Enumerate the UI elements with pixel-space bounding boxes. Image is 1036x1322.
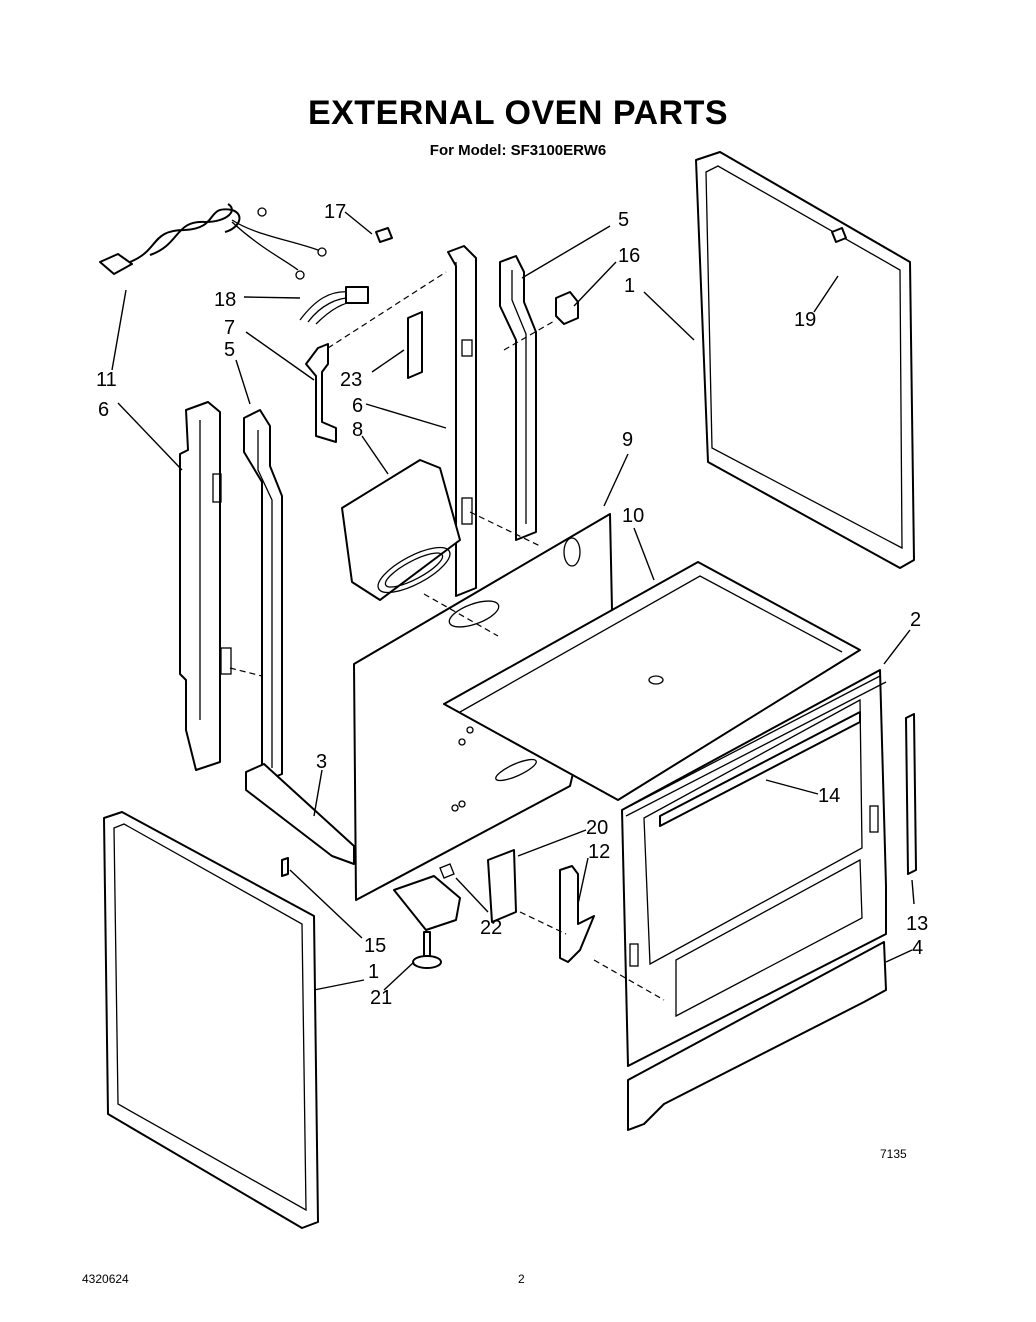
bottom-trim-part bbox=[627, 941, 887, 1131]
small-panel-part bbox=[487, 849, 517, 923]
document-number: 4320624 bbox=[82, 1272, 129, 1286]
leader-lines bbox=[111, 211, 915, 991]
front-trim-strip-part bbox=[659, 711, 861, 827]
callout-4: 4 bbox=[912, 937, 923, 959]
callout-19: 19 bbox=[794, 309, 816, 331]
screw-part bbox=[281, 857, 289, 877]
callout-22: 22 bbox=[480, 917, 502, 939]
right-side-panel-part bbox=[695, 151, 915, 569]
callout-18: 18 bbox=[214, 289, 236, 311]
callout-1-lower: 1 bbox=[368, 961, 379, 983]
callout-12: 12 bbox=[588, 841, 610, 863]
callout-13: 13 bbox=[906, 913, 928, 935]
callout-2: 2 bbox=[910, 609, 921, 631]
callout-21: 21 bbox=[370, 987, 392, 1009]
page-title: EXTERNAL OVEN PARTS bbox=[307, 94, 729, 132]
left-side-rail-part bbox=[243, 409, 283, 783]
duct-part bbox=[341, 459, 461, 601]
callout-5-left: 5 bbox=[224, 339, 235, 361]
lower-bracket-part bbox=[245, 763, 355, 865]
diagram-code: 7135 bbox=[880, 1147, 907, 1161]
callout-1-upper: 1 bbox=[624, 275, 635, 297]
callout-7: 7 bbox=[224, 317, 235, 339]
top-panel-part bbox=[443, 561, 861, 801]
callout-16: 16 bbox=[618, 245, 640, 267]
callout-14: 14 bbox=[818, 785, 840, 807]
bracket-part bbox=[305, 343, 337, 443]
model-subtitle: For Model: SF3100ERW6 bbox=[429, 142, 607, 159]
callout-15: 15 bbox=[364, 935, 386, 957]
callout-6-left: 6 bbox=[98, 399, 109, 421]
vent-strip-part bbox=[407, 311, 423, 379]
leveling-leg-part bbox=[412, 931, 442, 969]
callout-6-center: 6 bbox=[352, 395, 363, 417]
callout-10: 10 bbox=[622, 505, 644, 527]
callout-8: 8 bbox=[352, 419, 363, 441]
callout-23: 23 bbox=[340, 369, 362, 391]
front-frame-part bbox=[621, 669, 887, 1067]
vertical-trim-part bbox=[905, 713, 917, 875]
left-side-panel-part bbox=[103, 811, 319, 1229]
vertical-bracket-part bbox=[559, 865, 595, 963]
page-number: 2 bbox=[518, 1272, 525, 1286]
power-cord-part bbox=[99, 203, 327, 280]
callout-5-upper: 5 bbox=[618, 209, 629, 231]
wire-harness-part bbox=[299, 286, 369, 325]
hinge-bracket-part bbox=[555, 291, 579, 325]
callout-9: 9 bbox=[622, 429, 633, 451]
callout-11: 11 bbox=[96, 369, 117, 391]
callout-3: 3 bbox=[316, 751, 327, 773]
right-side-rail-part bbox=[499, 255, 537, 541]
clip-part bbox=[375, 227, 393, 243]
callout-20: 20 bbox=[586, 817, 608, 839]
callout-17: 17 bbox=[324, 201, 346, 223]
leveling-bracket-part bbox=[393, 875, 461, 931]
